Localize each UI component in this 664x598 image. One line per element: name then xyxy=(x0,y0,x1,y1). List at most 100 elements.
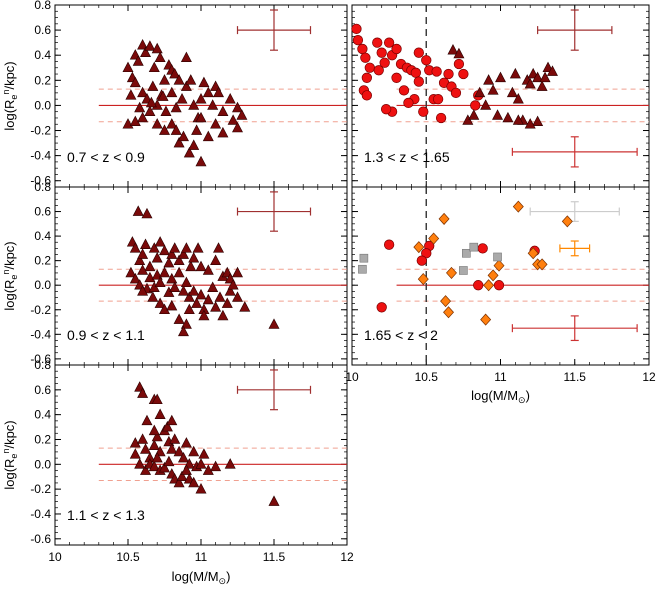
triangle-marker xyxy=(166,414,178,426)
triangle-marker xyxy=(532,115,544,127)
triangle-marker xyxy=(144,260,156,272)
circle-marker xyxy=(450,87,462,99)
triangle-marker xyxy=(159,124,170,135)
triangle-marker xyxy=(151,393,163,405)
triangle-marker xyxy=(180,242,192,253)
triangle-marker xyxy=(185,260,197,272)
triangle-marker xyxy=(221,297,233,308)
triangle-marker xyxy=(166,86,178,98)
circle-marker xyxy=(391,72,402,83)
triangle-marker xyxy=(195,260,207,272)
triangle-marker xyxy=(140,464,152,475)
triangle-marker xyxy=(134,101,146,113)
triangle-marker xyxy=(141,414,153,426)
y-tick-label: 0.6 xyxy=(34,205,51,219)
circle-marker xyxy=(493,280,505,291)
diamond-marker xyxy=(440,295,452,308)
triangle-marker xyxy=(180,318,192,329)
x-axis-title: log(M/M⊙) xyxy=(471,388,530,405)
triangle-marker xyxy=(173,74,185,85)
circle-marker xyxy=(361,72,373,83)
triangle-marker xyxy=(151,451,163,463)
triangle-marker xyxy=(129,448,141,459)
points-p1 xyxy=(122,39,248,167)
triangle-marker xyxy=(532,71,544,83)
triangle-marker xyxy=(132,205,144,216)
y-axis-title: log(Ren/kpc) xyxy=(1,420,19,489)
triangle-marker xyxy=(180,437,192,448)
triangle-marker xyxy=(177,285,189,296)
triangle-marker xyxy=(148,424,160,436)
diamond-marker xyxy=(561,215,573,228)
triangle-marker xyxy=(492,109,504,120)
triangle-marker xyxy=(147,80,159,91)
triangle-marker xyxy=(170,101,182,113)
y-tick-label: -0.6 xyxy=(30,352,51,366)
diamond-marker xyxy=(443,306,454,319)
triangle-marker xyxy=(236,109,248,120)
triangle-marker xyxy=(213,242,225,253)
y-axis-title: log(Ren/kpc) xyxy=(1,241,19,310)
triangle-marker xyxy=(195,288,207,300)
diamond-marker xyxy=(493,259,505,272)
triangle-marker xyxy=(217,105,229,116)
triangle-marker xyxy=(188,476,200,488)
triangle-marker xyxy=(195,92,207,104)
triangle-marker xyxy=(145,96,157,108)
x-tick-label: 10.5 xyxy=(415,370,439,384)
triangle-marker xyxy=(125,89,137,100)
triangle-marker xyxy=(159,461,170,473)
circle-marker xyxy=(418,106,429,117)
triangle-marker xyxy=(210,301,222,312)
triangle-marker xyxy=(512,114,524,125)
triangle-marker xyxy=(195,482,207,494)
circle-marker xyxy=(470,100,481,111)
circle-marker xyxy=(435,112,447,124)
points-p3 xyxy=(125,205,280,337)
triangle-marker xyxy=(210,254,222,265)
triangle-marker xyxy=(122,61,134,73)
square-marker xyxy=(493,252,502,262)
triangle-marker xyxy=(173,476,185,488)
triangle-marker xyxy=(144,105,156,116)
y-tick-label: -0.2 xyxy=(30,124,51,138)
x-tick-label: 10 xyxy=(345,370,359,384)
triangle-marker xyxy=(198,448,210,459)
circle-marker xyxy=(352,34,364,46)
circle-marker xyxy=(373,65,384,76)
error-bar xyxy=(236,191,312,232)
triangle-marker xyxy=(188,139,200,150)
triangle-marker xyxy=(129,437,141,448)
y-tick-label: -0.2 xyxy=(30,303,51,317)
points-p4 xyxy=(358,200,573,326)
diamond-marker xyxy=(512,200,524,213)
triangle-marker xyxy=(137,264,149,275)
x-tick-label: 12 xyxy=(340,550,354,564)
y-tick-label: 0.2 xyxy=(34,73,51,87)
diamond-marker xyxy=(417,273,429,286)
triangle-marker xyxy=(137,433,149,444)
y-tick-label: -0.4 xyxy=(30,327,51,341)
triangle-marker xyxy=(524,118,536,129)
x-tick-label: 11.5 xyxy=(564,370,587,384)
triangle-marker xyxy=(148,439,160,450)
triangle-marker xyxy=(137,285,149,296)
circle-marker xyxy=(453,58,465,70)
triangle-marker xyxy=(232,266,243,278)
circle-marker xyxy=(381,104,392,115)
triangle-marker xyxy=(137,387,149,398)
panel-label: 1.65 < z < 2 xyxy=(364,327,438,343)
triangle-marker xyxy=(151,252,163,263)
triangle-marker xyxy=(214,291,226,302)
triangle-marker xyxy=(137,39,149,50)
triangle-marker xyxy=(144,40,156,51)
points-p2 xyxy=(351,23,558,129)
error-bar xyxy=(236,9,312,51)
triangle-marker xyxy=(163,455,175,467)
diamond-marker xyxy=(413,241,425,254)
x-tick-label: 12 xyxy=(642,370,656,384)
triangle-marker xyxy=(177,248,189,259)
triangle-marker xyxy=(224,285,236,296)
panel-p4 xyxy=(351,186,650,366)
